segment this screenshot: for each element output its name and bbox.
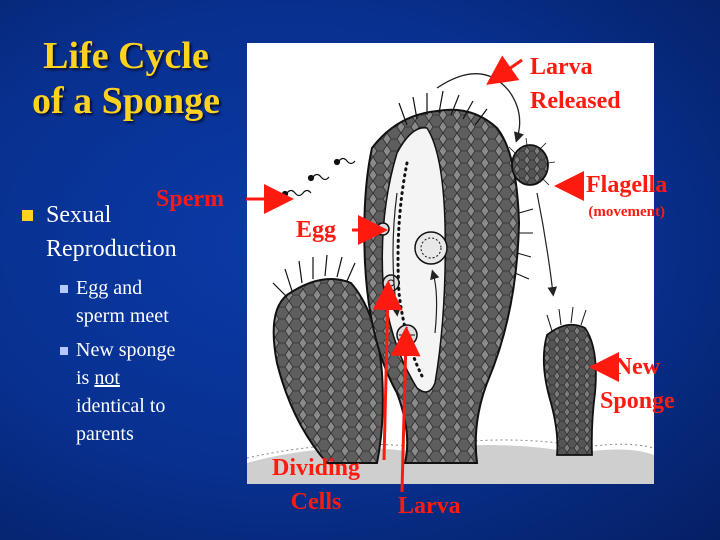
bullet-square-icon xyxy=(22,210,33,221)
release-path xyxy=(436,73,524,143)
label-dividing-cells: Dividing Cells xyxy=(272,451,360,519)
dividing-cell xyxy=(382,274,400,292)
developing-larva xyxy=(414,231,448,265)
label-flagella-note: (movement) xyxy=(588,204,665,220)
sponge-life-cycle-illustration xyxy=(247,43,654,484)
label-larva-released-line-2: Released xyxy=(530,88,621,114)
left-sponge xyxy=(272,278,384,464)
sperm-cells xyxy=(281,157,356,198)
sub2-not-underlined: not xyxy=(94,367,120,389)
label-sperm: Sperm xyxy=(156,186,224,212)
title-line-1: Life Cycle xyxy=(43,35,209,77)
label-flagella-text: Flagella xyxy=(586,172,668,198)
label-egg: Egg xyxy=(296,217,337,243)
sponge-drawing xyxy=(247,73,654,484)
sub2-line-3: identical to xyxy=(76,395,166,417)
sub2-line-2: is not xyxy=(76,364,242,392)
sub-bullet-square-icon xyxy=(60,285,68,293)
sub-bullet-egg-sperm: Egg and sperm meet xyxy=(54,274,242,330)
label-new-sponge-line-2: Sponge xyxy=(600,388,675,414)
sub2-line-4: parents xyxy=(76,423,134,445)
sub-bullet-square-icon xyxy=(60,347,68,355)
bullet-list: Sexual Reproduction Egg and sperm meet N… xyxy=(22,198,242,454)
parent-sponge-spicules xyxy=(398,90,488,126)
bullet-main-line-2: Reproduction xyxy=(46,236,177,262)
sponge-cavity xyxy=(381,126,447,393)
bullet-main-line-1: Sexual xyxy=(46,202,112,228)
egg-cell xyxy=(376,222,390,236)
new-sponge xyxy=(542,323,597,456)
free-larva xyxy=(511,144,549,186)
label-larva-released-line-1: Larva xyxy=(530,54,593,80)
sub-bullet-new-sponge: New sponge is not identical to parents xyxy=(54,336,242,448)
label-flagella: Flagella (movement) xyxy=(586,168,667,222)
title-line-2: of a Sponge xyxy=(32,80,220,122)
label-new-sponge-line-1: New xyxy=(614,354,661,380)
label-larva: Larva xyxy=(398,493,461,519)
sub1-line-2: sperm meet xyxy=(76,305,169,327)
label-new-sponge: New Sponge xyxy=(600,350,675,418)
label-dividing-cells-line-1: Dividing xyxy=(272,455,361,481)
sub1-line-1: Egg and xyxy=(76,277,143,299)
label-larva-released: Larva Released xyxy=(530,50,621,118)
left-sponge-spicules xyxy=(272,254,356,298)
sub2-line-1: New sponge xyxy=(76,339,176,361)
sub-bullet-list: Egg and sperm meet New sponge is not ide… xyxy=(22,274,242,448)
sub2-is: is xyxy=(76,367,95,389)
label-dividing-cells-line-2: Cells xyxy=(290,489,342,515)
bullet-sexual-reproduction: Sexual Reproduction xyxy=(22,198,242,266)
slide-title: Life Cycle of a Sponge xyxy=(4,34,248,124)
